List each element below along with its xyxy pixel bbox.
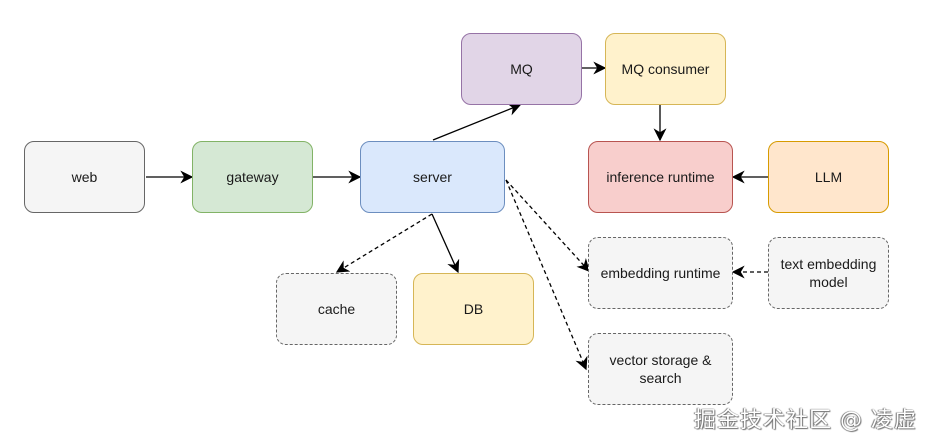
node-gateway[interactable]: gateway xyxy=(192,141,313,213)
edge-server-embedding xyxy=(505,179,590,272)
node-db-label: DB xyxy=(463,301,484,317)
node-mq[interactable]: MQ xyxy=(461,33,582,105)
node-cache[interactable]: cache xyxy=(276,273,397,345)
node-server-label: server xyxy=(413,169,452,185)
edge-server-db xyxy=(431,213,460,274)
node-vector-storage-label-line1: vector storage & xyxy=(609,352,712,368)
node-vector-storage[interactable]: vector storage & search xyxy=(588,333,733,405)
edge-server-vector xyxy=(505,179,588,371)
node-llm-label: LLM xyxy=(814,169,843,185)
node-gateway-label: gateway xyxy=(226,169,279,185)
node-cache-label: cache xyxy=(317,301,356,317)
node-db[interactable]: DB xyxy=(413,273,534,345)
edge-server-mq xyxy=(432,103,522,141)
node-vector-storage-label-line2: search xyxy=(639,370,682,386)
node-text-embedding-model[interactable]: text embedding model xyxy=(768,237,889,309)
node-server[interactable]: server xyxy=(360,141,505,213)
node-llm[interactable]: LLM xyxy=(768,141,889,213)
node-embedding-runtime-label: embedding runtime xyxy=(600,265,721,281)
node-mq-consumer[interactable]: MQ consumer xyxy=(605,33,726,105)
node-mq-label: MQ xyxy=(510,61,533,77)
watermark: 掘金技术社区 @ 凌虚 xyxy=(694,408,917,433)
node-web-label: web xyxy=(71,169,98,185)
node-mq-consumer-label: MQ consumer xyxy=(621,61,710,77)
node-web[interactable]: web xyxy=(24,141,145,213)
node-inference-runtime-label: inference runtime xyxy=(606,169,715,185)
node-embedding-runtime[interactable]: embedding runtime xyxy=(588,237,733,309)
node-inference-runtime[interactable]: inference runtime xyxy=(588,141,733,213)
node-text-embedding-model-label-line2: model xyxy=(809,274,848,290)
edge-server-cache xyxy=(335,213,433,273)
node-text-embedding-model-label-line1: text embedding xyxy=(780,256,877,272)
